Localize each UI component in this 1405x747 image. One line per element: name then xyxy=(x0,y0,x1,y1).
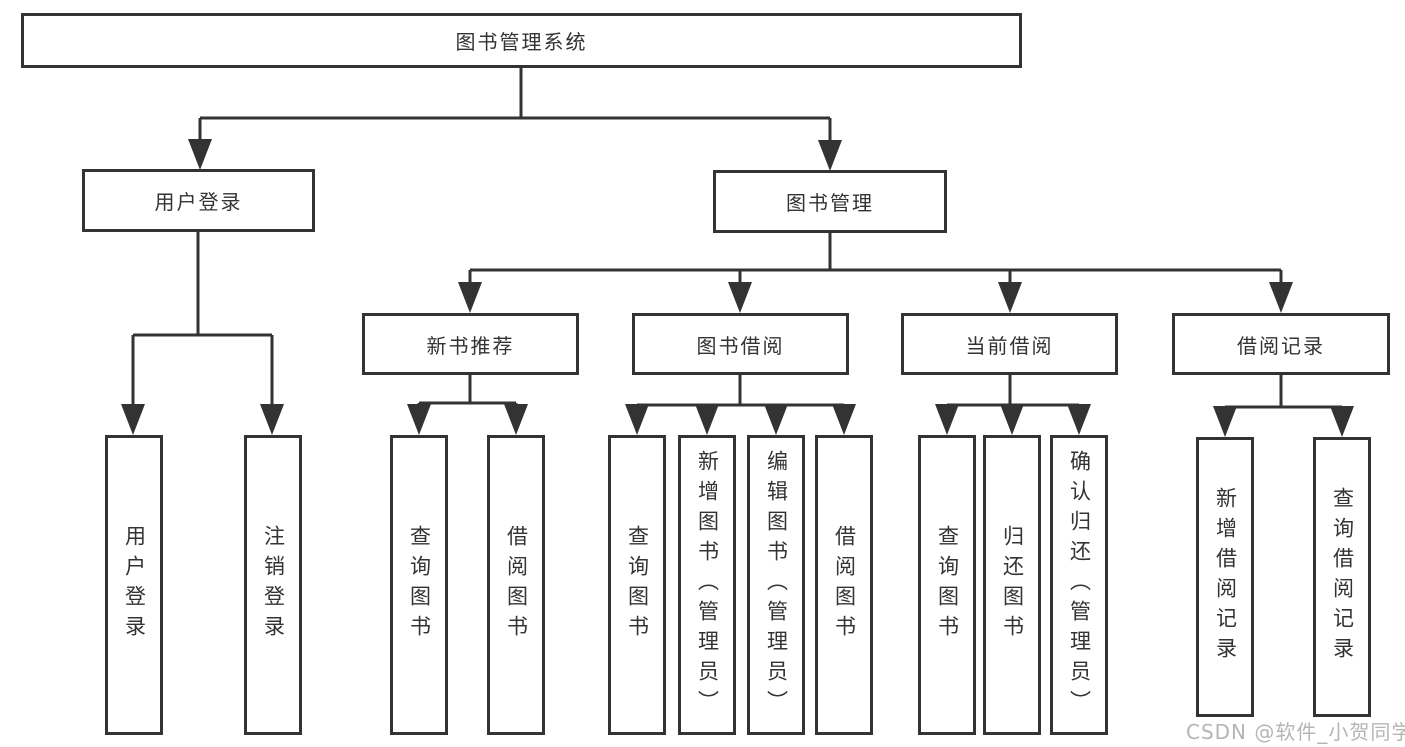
leaf-query-books-current: 查询图书 xyxy=(918,435,976,735)
leaf-borrow-books-recommend: 借阅图书 xyxy=(487,435,545,735)
node-user-login: 用户登录 xyxy=(82,169,315,232)
leaf-borrow-books-borrowing: 借阅图书 xyxy=(815,435,873,735)
leaf-query-books-borrowing: 查询图书 xyxy=(608,435,666,735)
leaf-confirm-return-admin: 确认归还（管理员） xyxy=(1050,435,1108,735)
leaf-query-borrow-record: 查询借阅记录 xyxy=(1313,437,1371,717)
leaf-add-borrow-record: 新增借阅记录 xyxy=(1196,437,1254,717)
node-borrowing-records: 借阅记录 xyxy=(1172,313,1390,375)
watermark: CSDN @软件_小贺同学 xyxy=(1186,720,1405,744)
leaf-user-login: 用户登录 xyxy=(105,435,163,735)
leaf-return-books: 归还图书 xyxy=(983,435,1041,735)
leaf-logout: 注销登录 xyxy=(244,435,302,735)
leaf-query-books-recommend: 查询图书 xyxy=(390,435,448,735)
node-book-management: 图书管理 xyxy=(713,170,947,233)
node-new-book-recommend: 新书推荐 xyxy=(362,313,579,375)
leaf-add-book-admin: 新增图书（管理员） xyxy=(678,435,736,735)
arrowhead-icons xyxy=(121,139,1354,437)
node-current-borrowing: 当前借阅 xyxy=(901,313,1118,375)
node-root: 图书管理系统 xyxy=(21,13,1022,68)
leaf-edit-book-admin: 编辑图书（管理员） xyxy=(747,435,805,735)
node-book-borrowing: 图书借阅 xyxy=(632,313,849,375)
